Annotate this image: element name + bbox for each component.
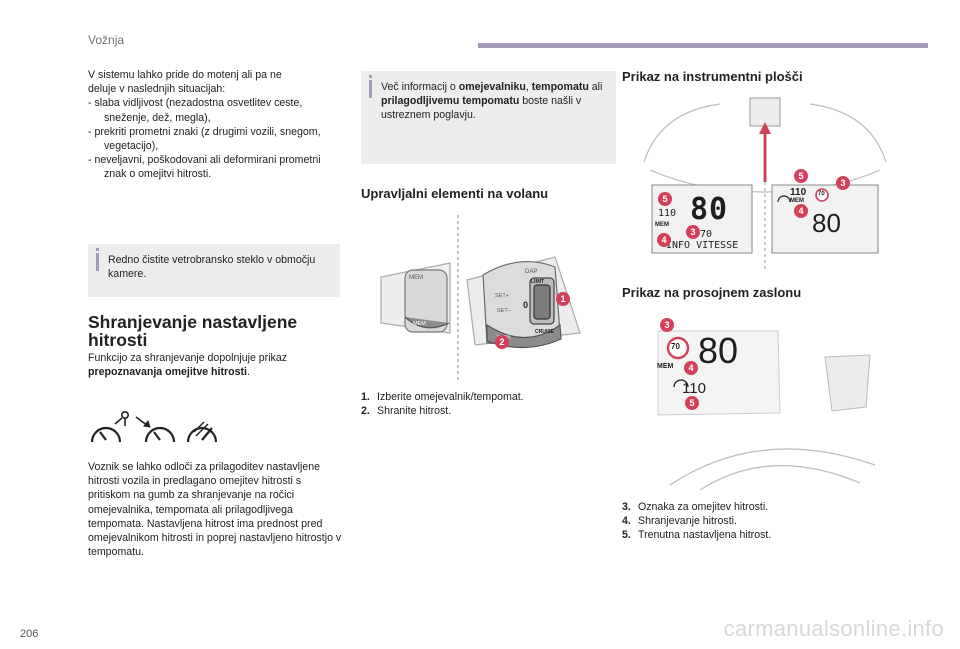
list-item: - prekriti prometni znaki (z drugimi voz… xyxy=(88,125,321,153)
callout-badge-3: 3 xyxy=(660,318,674,332)
info-icon-bar xyxy=(369,80,372,98)
item-text: Shranite hitrost. xyxy=(377,405,452,418)
stalk-left-label: MEM xyxy=(409,275,423,281)
item-number: 4. xyxy=(622,515,631,528)
wheel-title: Upravljalni elementi na volanu xyxy=(361,186,549,201)
header-bar xyxy=(478,43,928,48)
note-bold-part: tempomatu xyxy=(531,81,589,93)
cluster-right-sign: 70 xyxy=(818,191,825,197)
cluster-title: Prikaz na instrumentni plošči xyxy=(622,69,803,84)
item-text: Izberite omejevalnik/tempomat. xyxy=(377,391,524,403)
store-title: Shranjevanje nastavljene hitrosti xyxy=(88,312,298,350)
cluster-left-mem: MEM xyxy=(655,222,669,228)
item-text: Oznaka za omejitev hitrosti. xyxy=(638,501,769,513)
stalk-left xyxy=(380,262,451,334)
list-item: 2. Shranite hitrost. xyxy=(361,404,524,418)
callout-badge-4: 4 xyxy=(794,204,808,218)
list-item: 1. Izberite omejevalnik/tempomat. xyxy=(361,390,524,404)
info-icon xyxy=(96,248,99,251)
speedometer-icons xyxy=(90,410,218,443)
callout-badge-5: 5 xyxy=(658,192,672,206)
cluster-left-info: INFO VITESSE xyxy=(666,240,739,251)
item-number: 2. xyxy=(361,405,370,418)
item-number: 5. xyxy=(622,529,631,542)
item-number: 1. xyxy=(361,391,370,403)
note-text-part: Več informacij o xyxy=(381,81,459,93)
note-text-part: , xyxy=(525,81,532,93)
cluster-illustration xyxy=(643,97,887,270)
callout-badge-3: 3 xyxy=(836,176,850,190)
item-number: 3. xyxy=(622,501,631,513)
callout-badge-3: 3 xyxy=(686,225,700,239)
speedometer-full-icon xyxy=(186,421,218,443)
stalk-set-minus: SET– xyxy=(497,308,512,314)
item-text: Trenutna nastavljena hitrost. xyxy=(638,529,772,542)
list-item: - slaba vidljivost (nezadostna osvetlite… xyxy=(88,97,303,124)
info-icon-bar xyxy=(96,253,99,271)
item-text: Shranjevanje hitrosti. xyxy=(638,515,737,528)
note-text-part: boste našli v ustreznem poglavju. xyxy=(381,95,582,122)
list-item: 5. Trenutna nastavljena hitrost. xyxy=(622,528,771,542)
hud-speed: 80 xyxy=(698,330,739,371)
callout-badge-4: 4 xyxy=(684,361,698,375)
callout-badge-1: 1 xyxy=(556,292,570,306)
cluster-left-small: 110 xyxy=(658,208,677,219)
stalk-limit-label: LIMIT xyxy=(531,279,544,285)
info-icon xyxy=(369,75,372,78)
cluster-right-mem: MEM xyxy=(790,198,804,204)
store-intro-text: Funkcijo za shranjevanje dopolnjuje prik… xyxy=(88,352,288,364)
note-camera: Redno čistite vetrobransko steklo v obmo… xyxy=(88,244,340,297)
store-intro: Funkcijo za shranjevanje dopolnjuje prik… xyxy=(88,351,342,379)
hud-set: 110 xyxy=(682,380,706,397)
cluster-left-speed: 80 xyxy=(690,192,729,227)
store-intro-bold: prepoznavanja omejitve hitrosti xyxy=(88,366,247,379)
note-text-part: ali xyxy=(588,81,603,93)
callout-badge-2: 2 xyxy=(495,335,509,349)
watermark: carmanualsonline.info xyxy=(723,616,944,641)
note-bold-part: omejevalniku xyxy=(458,81,526,93)
wheel-list: 1. Izberite omejevalnik/tempomat. 2. Shran… xyxy=(361,390,524,418)
list-item: - neveljavni, poškodovani ali deformiran… xyxy=(88,154,321,181)
callout-badge-5: 5 xyxy=(794,169,808,183)
intro-text: V sistemu lahko pride do motenj ali pa n… xyxy=(88,68,342,182)
speedometer-arrow-icon xyxy=(135,416,176,443)
stalk-cruise-label: CRUISE xyxy=(535,329,555,335)
cluster-right-set: 110 xyxy=(790,187,807,198)
callout-badge-4: 4 xyxy=(657,233,671,247)
stalk-left-mem: MEM xyxy=(413,321,426,327)
hud-illustration xyxy=(657,330,876,490)
stalk-right xyxy=(466,256,581,349)
hud-mem: MEM xyxy=(657,363,674,370)
cluster-right-speed: 80 xyxy=(812,208,841,238)
intro-line: deluje v naslednjih situacijah: xyxy=(88,83,226,96)
intro-line: V sistemu lahko pride do motenj ali pa n… xyxy=(88,69,282,81)
hud-sign: 70 xyxy=(671,342,680,351)
page-number: 206 xyxy=(20,628,39,640)
section-label: Vožnja xyxy=(88,33,125,47)
display-list: 3. Oznaka za omejitev hitrosti. 4. Shranje… xyxy=(622,500,771,543)
list-item: 4. Shranjevanje hitrosti. xyxy=(622,514,771,528)
stalk-set-plus: SET+ xyxy=(495,293,509,299)
list-item: 3. Oznaka za omejitev hitrosti. xyxy=(622,500,771,514)
display-title: Prikaz na prosojnem zaslonu xyxy=(622,285,802,300)
cluster-left-limit: 70 xyxy=(700,229,713,240)
note-more-info: Več informacij o omejevalniku, tempomatu… xyxy=(361,71,616,164)
note-bold-part: prilagodljivemu tempomatu xyxy=(381,95,520,108)
stalk-zero-label: 0 xyxy=(523,300,528,310)
speedometer-icon xyxy=(90,410,129,443)
store-body: Voznik se lahko odloči za prilagoditev n… xyxy=(88,461,342,559)
note-camera-text: Redno čistite vetrobransko steklo v obmo… xyxy=(108,254,316,281)
store-intro-end: . xyxy=(246,366,250,379)
callout-badge-5: 5 xyxy=(685,396,699,410)
stalk-dap-label: DAP xyxy=(525,269,537,275)
note-more-text: Več informacij o omejevalniku, tempomatu… xyxy=(381,80,606,123)
stalk-illustration: MEM MEM DAP LIMIT 0 CRUISE SET+ SET– MEM xyxy=(380,215,581,380)
